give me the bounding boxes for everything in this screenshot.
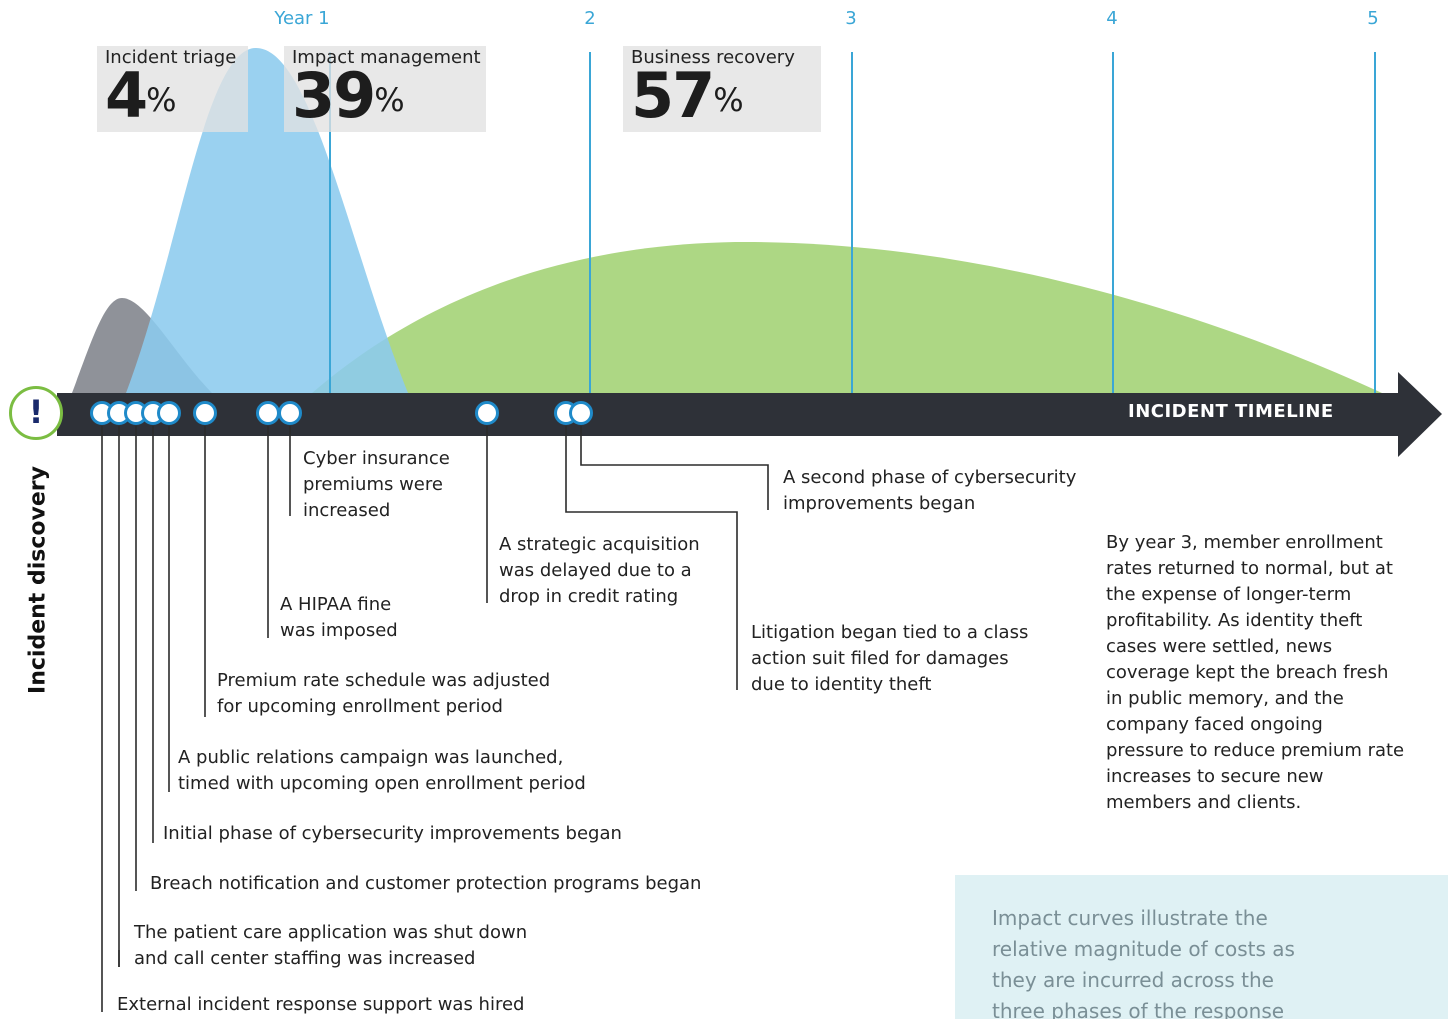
event-marker-9 (475, 401, 499, 425)
event-line: External incident response support was h… (117, 994, 525, 1015)
impact-curve (126, 48, 408, 393)
event-line: Initial phase of cybersecurity improveme… (163, 823, 622, 844)
event-line: was imposed (280, 620, 398, 641)
event-line: due to identity theft (751, 674, 932, 695)
year3-note: By year 3, member enrollment rates retur… (1106, 532, 1405, 813)
event-line: Cyber insurance (303, 448, 450, 469)
event-line: A HIPAA fine (280, 594, 392, 615)
leader-line-11 (580, 426, 769, 510)
phase-impact-percent: 39% (292, 59, 405, 132)
event-line: and call center staffing was increased (134, 948, 476, 969)
phase-recovery-name: Business recovery (631, 47, 795, 68)
event-litigation: Litigation began tied to a class action s… (751, 620, 1028, 698)
event-application-shutdown: The patient care application was shut do… (134, 920, 527, 972)
event-line: improvements began (783, 493, 976, 514)
year-label-5: 5 (1367, 8, 1379, 29)
event-line: for upcoming enrollment period (217, 696, 503, 717)
event-breach-notification: Breach notification and customer protect… (150, 871, 701, 897)
leader-line-10 (565, 426, 738, 690)
event-marker-8 (278, 401, 302, 425)
phase-recovery-box: Business recovery 57% (623, 46, 821, 132)
phase-impact-name: Impact management (292, 47, 481, 68)
year-label-3: 3 (845, 8, 857, 29)
event-second-phase-cybersecurity: A second phase of cybersecurity improveme… (783, 465, 1076, 517)
event-line: A strategic acquisition (499, 534, 700, 555)
event-line: was delayed due to a (499, 560, 692, 581)
year-label-4: 4 (1106, 8, 1118, 29)
phase-triage-box: Incident triage 4% (97, 46, 248, 132)
event-hipaa-fine: A HIPAA fine was imposed (280, 592, 398, 644)
phase-impact-box: Impact management 39% (284, 46, 486, 132)
event-marker-11 (569, 401, 593, 425)
timeline-title: INCIDENT TIMELINE (1128, 401, 1334, 422)
event-line: Litigation began tied to a class (751, 622, 1029, 643)
year-label-1: Year 1 (274, 8, 330, 29)
phase-triage-percent: 4% (105, 59, 177, 132)
timeline-arrow (57, 372, 1442, 457)
event-marker-5 (157, 401, 181, 425)
event-line: increased (303, 500, 391, 521)
event-acquisition-delayed: A strategic acquisition was delayed due t… (499, 532, 700, 610)
year-label-2: 2 (584, 8, 596, 29)
impact-curves-info-box: Impact curves illustrate the relative ma… (955, 875, 1448, 1019)
event-cyber-insurance: Cyber insurance premiums were increased (303, 446, 450, 524)
event-line: timed with upcoming open enrollment peri… (178, 773, 586, 794)
event-external-support: External incident response support was h… (117, 992, 524, 1018)
event-line: premiums were (303, 474, 443, 495)
alert-icon: ! (9, 386, 63, 440)
event-line: Breach notification and customer protect… (150, 873, 702, 894)
event-line: action suit filed for damages (751, 648, 1009, 669)
incident-discovery-label: Incident discovery (25, 466, 51, 694)
event-line: The patient care application was shut do… (134, 922, 528, 943)
event-line: A second phase of cybersecurity (783, 467, 1077, 488)
event-line: drop in credit rating (499, 586, 679, 607)
info-box-text: Impact curves illustrate the relative ma… (992, 906, 1295, 1019)
event-initial-cybersecurity: Initial phase of cybersecurity improveme… (163, 821, 622, 847)
phase-triage-name: Incident triage (105, 47, 237, 68)
event-marker-6 (193, 401, 217, 425)
recovery-curve (312, 241, 1382, 393)
event-line: Premium rate schedule was adjusted (217, 670, 551, 691)
event-premium-schedule: Premium rate schedule was adjusted for up… (217, 668, 550, 720)
event-marker-7 (256, 401, 280, 425)
event-line: A public relations campaign was launched… (178, 747, 564, 768)
event-pr-campaign: A public relations campaign was launched… (178, 745, 586, 797)
phase-recovery-percent: 57% (631, 59, 744, 132)
